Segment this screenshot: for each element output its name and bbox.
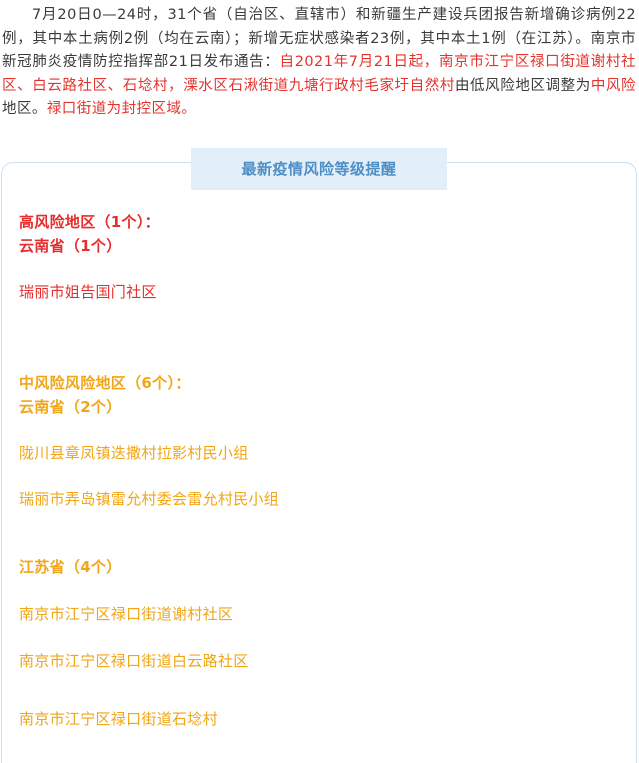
medium-risk-item: 瑞丽市弄岛镇雷允村委会雷允村民小组 [19, 490, 280, 508]
medium-risk-item: 南京市江宁区禄口街道谢村社区 [19, 605, 234, 623]
high-risk-heading: 高风险地区（1个）： [19, 213, 160, 231]
intro-text-3: 地区。 [2, 101, 47, 117]
medium-risk-item: 南京市江宁区禄口街道白云路社区 [19, 652, 249, 670]
high-risk-province: 云南省（1个） [19, 237, 122, 255]
news-paragraph: 7月20日0—24时，31个省（自治区、直辖市）和新疆生产建设兵团报告新增确诊病… [2, 4, 636, 122]
intro-highlight-lishui: 溧水区石湫街道九塘行政村毛家圩自然村 [183, 77, 455, 94]
high-risk-item: 瑞丽市姐告国门社区 [19, 283, 157, 301]
risk-banner-title: 最新疫情风险等级提醒 [191, 148, 447, 190]
medium-risk-item: 陇川县章凤镇迭撒村拉影村民小组 [19, 444, 249, 462]
medium-risk-item: 南京市江宁区禄口街道石埝村 [19, 710, 218, 728]
intro-highlight-date: 自2021年7月21日起，南京市江宁区禄口街道谢村社区、白云路社区、石埝村， [2, 54, 637, 94]
medium-risk-province-jiangsu: 江苏省（4个） [19, 558, 122, 576]
intro-highlight-lockdown: 禄口街道为封控区域。 [46, 101, 197, 117]
intro-text: 7月20日0—24时，31个省（自治区、直辖市）和新疆生产建设兵团报告新增确诊病… [2, 7, 636, 70]
intro-text-2: 由低风险地区调整为 [454, 77, 591, 94]
intro-highlight-medium: 中风险 [590, 77, 636, 94]
medium-risk-heading: 中风险风险地区（6个）： [19, 374, 191, 392]
medium-risk-province-yunnan: 云南省（2个） [19, 398, 122, 416]
